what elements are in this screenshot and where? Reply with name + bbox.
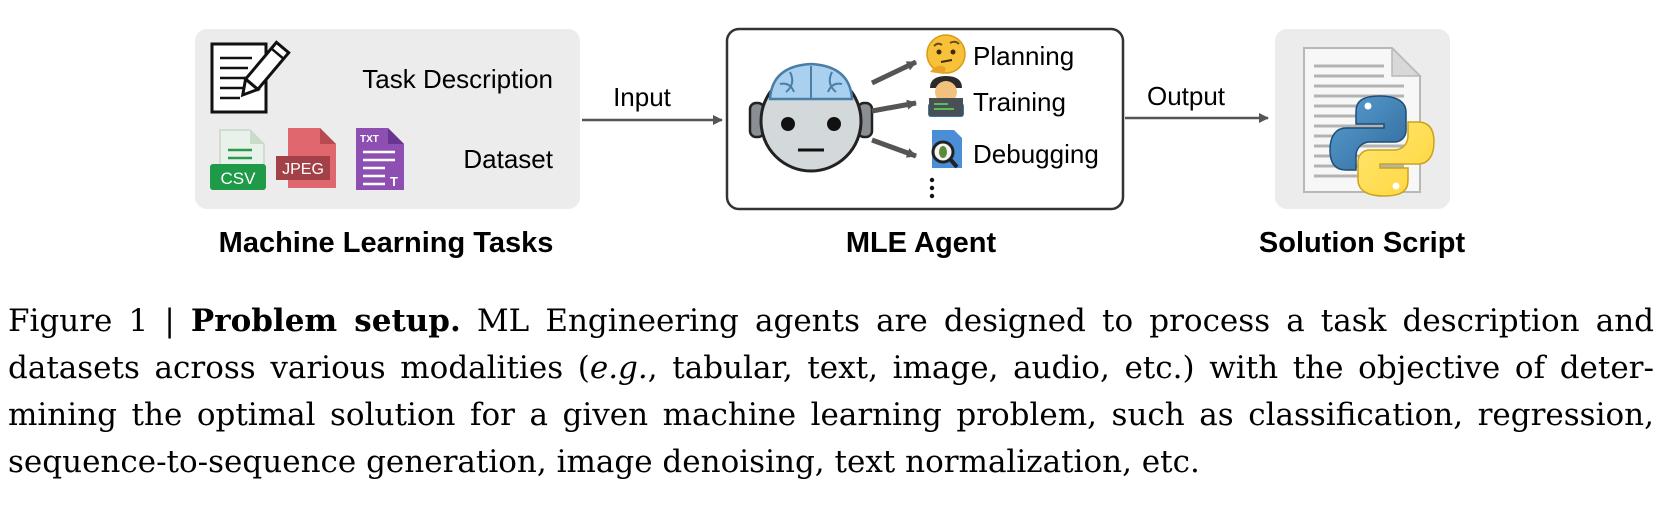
dataset-label: Dataset [463, 144, 553, 174]
training-label: Training [973, 87, 1066, 117]
txt-file-icon: TXT T [356, 128, 404, 190]
input-arrow: Input [582, 82, 723, 125]
csv-file-icon: CSV [210, 129, 266, 190]
ml-tasks-caption: Machine Learning Tasks [219, 227, 554, 259]
task-description-label: Task Description [362, 64, 553, 94]
output-arrow: Output [1125, 81, 1269, 123]
caption-text-part-1: ML Engineering agents are designed to pr… [8, 303, 1655, 386]
caption-eg: e.g. [589, 350, 648, 386]
input-label: Input [613, 82, 672, 112]
csv-label: CSV [221, 169, 257, 188]
figure-caption: Figure 1 | Problem setup. ML Engineering… [8, 298, 1654, 486]
agent-arrows [870, 59, 918, 159]
more-items-ellipsis [929, 177, 935, 199]
jpeg-label: JPEG [282, 161, 324, 178]
solution-caption: Solution Script [1259, 227, 1466, 259]
technologist-icon [928, 76, 964, 117]
mle-agent-panel: Planning Training Debugging [725, 27, 1125, 211]
notepad-pencil-icon [210, 40, 291, 114]
caption-text-part-2: , tabular, text, image, audio, etc.) wit… [8, 350, 1654, 480]
txt-t-label: T [390, 174, 398, 189]
ml-tasks-panel: Task Description CSV JPEG TXT [195, 29, 580, 209]
jpeg-file-icon: JPEG [276, 128, 336, 188]
thinking-face-icon [926, 34, 966, 74]
problem-setup-diagram: Task Description CSV JPEG TXT [195, 27, 1466, 259]
mle-agent-caption: MLE Agent [846, 227, 997, 259]
figure-label: Figure 1 | [8, 303, 191, 339]
txt-label: TXT [360, 134, 379, 145]
caption-title: Problem setup. [190, 303, 461, 339]
output-label: Output [1147, 81, 1226, 111]
python-script-icon [1303, 46, 1435, 197]
debugging-label: Debugging [973, 139, 1099, 169]
planning-label: Planning [973, 41, 1074, 71]
solution-panel [1275, 29, 1450, 209]
bug-magnifier-icon [931, 130, 962, 169]
robot-brain-icon [748, 62, 874, 173]
